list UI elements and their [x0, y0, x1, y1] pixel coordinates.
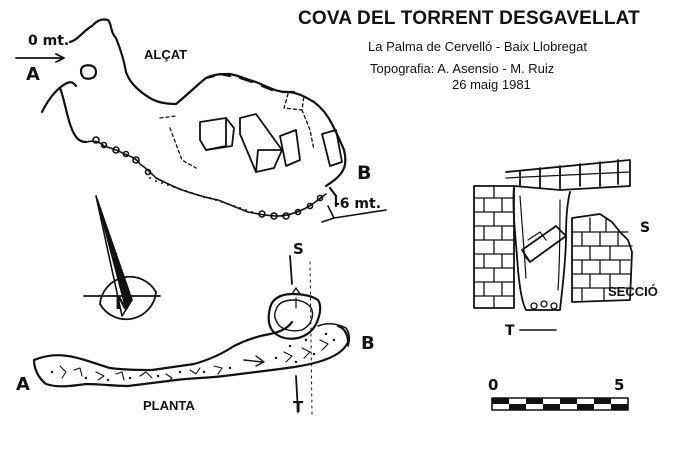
- plan-point-a: A: [16, 374, 30, 395]
- plan-point-b: B: [361, 333, 375, 354]
- section-marker-s: S: [640, 220, 651, 236]
- depth-start-label: 0 mt.: [28, 33, 70, 49]
- section-view: [473, 159, 633, 331]
- north-arrow: [83, 195, 161, 321]
- scale-min-label: 0: [488, 376, 499, 394]
- date-text: 26 maig 1981: [452, 77, 531, 92]
- elevation-label: ALÇAT: [144, 47, 188, 62]
- elevation-point-a: A: [26, 64, 40, 85]
- elevation-point-b: B: [357, 162, 372, 184]
- section-marker-t: T: [505, 323, 515, 339]
- scale-bar: [491, 397, 629, 411]
- authors-text: Topografia: A. Asensio - M. Ruiz: [370, 61, 555, 76]
- plan-marker-s: S: [293, 240, 304, 258]
- plan-label: PLANTA: [143, 398, 195, 413]
- plan-view: [32, 255, 351, 415]
- location-text: La Palma de Cervelló - Baix Llobregat: [368, 39, 587, 54]
- elevation-profile: [15, 18, 387, 223]
- cave-title: COVA DEL TORRENT DESGAVELLAT: [298, 8, 640, 29]
- scale-max-label: 5: [614, 376, 625, 394]
- depth-end-label: -6 mt.: [334, 196, 382, 212]
